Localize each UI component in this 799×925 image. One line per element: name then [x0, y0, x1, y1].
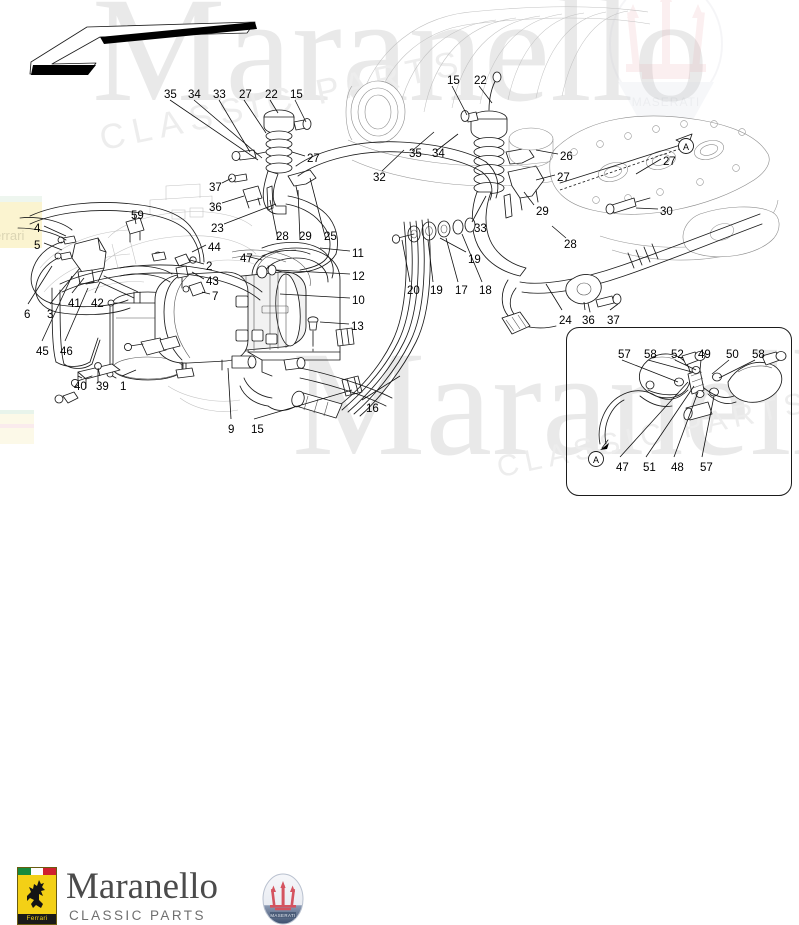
- direction-arrow-icon: [29, 21, 257, 75]
- callout-main-36: 36: [582, 315, 595, 327]
- hose-clamp-2: [341, 375, 363, 397]
- canister-outlet-fitting: [54, 391, 79, 404]
- callout-main-9: 9: [228, 424, 235, 436]
- callout-main-23: 23: [211, 223, 224, 235]
- pump-electrical-connector: [123, 335, 181, 356]
- callout-main-19: 19: [468, 254, 481, 266]
- callout-main-34: 34: [432, 148, 445, 160]
- central-hoses: [59, 141, 499, 419]
- air-pipe-bellows-left: [228, 109, 317, 215]
- detail-inset-panel: [566, 327, 792, 496]
- italian-flag-stripe: [18, 868, 57, 875]
- callout-main-27: 27: [307, 153, 320, 165]
- callout-main-26: 26: [560, 151, 573, 163]
- callout-inset-51: 51: [643, 462, 656, 474]
- callout-main-22: 22: [474, 75, 487, 87]
- callout-main-27: 27: [663, 156, 676, 168]
- callout-main-41: 41: [68, 298, 81, 310]
- callout-main-15: 15: [447, 75, 460, 87]
- callout-inset-49: 49: [698, 349, 711, 361]
- callout-main-2: 2: [206, 261, 213, 273]
- callout-main-46: 46: [60, 346, 73, 358]
- callout-main-37: 37: [209, 182, 222, 194]
- air-tube-right: [501, 213, 763, 335]
- callout-main-22: 22: [265, 89, 278, 101]
- callout-main-59: 59: [131, 210, 144, 222]
- footer-branding: Ferrari Maranello CLASSIC PARTS: [0, 430, 799, 925]
- callout-main-13: 13: [351, 321, 364, 333]
- exploded-parts-artwork: A: [17, 6, 787, 467]
- callout-main-45: 45: [36, 346, 49, 358]
- callout-main-15: 15: [251, 424, 264, 436]
- callout-main-28: 28: [276, 231, 289, 243]
- intake-manifold-assembly: [345, 6, 780, 261]
- callout-main-47: 47: [240, 253, 253, 265]
- callout-main-27: 27: [557, 172, 570, 184]
- ferrari-badge-label: Ferrari: [18, 914, 56, 924]
- prancing-horse-icon: [27, 880, 45, 908]
- callout-main-30: 30: [660, 206, 673, 218]
- callout-main-6: 6: [24, 309, 31, 321]
- brand-block: Maranello CLASSIC PARTS: [66, 867, 218, 924]
- callout-main-28: 28: [564, 239, 577, 251]
- callout-main-10: 10: [352, 295, 365, 307]
- callout-main-40: 40: [74, 381, 87, 393]
- callout-main-37: 37: [607, 315, 620, 327]
- head-bolts-right: [559, 133, 693, 215]
- inset-exhaust-detail: A: [588, 351, 787, 467]
- callout-main-7: 7: [212, 291, 219, 303]
- hose-clamp: [335, 327, 355, 347]
- brand-name: Maranello: [66, 866, 219, 907]
- vacuum-valves-and-solenoids: [54, 217, 206, 297]
- callout-main-24: 24: [559, 315, 572, 327]
- callout-inset-50: 50: [726, 349, 739, 361]
- callout-inset-47: 47: [616, 462, 629, 474]
- callout-main-25: 25: [324, 231, 337, 243]
- callout-inset-48: 48: [671, 462, 684, 474]
- callout-main-35: 35: [409, 148, 422, 160]
- callout-main-11: 11: [352, 248, 364, 260]
- callout-main-39: 39: [96, 381, 109, 393]
- callout-main-33: 33: [474, 223, 487, 235]
- callout-main-34: 34: [188, 89, 201, 101]
- callout-main-4: 4: [34, 223, 41, 235]
- callout-inset-58: 58: [644, 349, 657, 361]
- callout-main-29: 29: [299, 231, 312, 243]
- callout-inset-57: 57: [700, 462, 713, 474]
- callout-main-16: 16: [366, 403, 379, 415]
- callout-main-18: 18: [479, 285, 492, 297]
- callout-main-44: 44: [208, 242, 221, 254]
- maserati-badge-label: MASERATI: [270, 913, 295, 918]
- svg-text:A: A: [593, 455, 599, 465]
- brand-tagline: CLASSIC PARTS: [69, 908, 206, 923]
- callout-main-3: 3: [47, 309, 54, 321]
- callout-main-15: 15: [290, 89, 303, 101]
- callout-main-27: 27: [239, 89, 252, 101]
- callout-main-32: 32: [373, 172, 386, 184]
- callout-main-12: 12: [352, 271, 365, 283]
- callout-inset-58: 58: [752, 349, 765, 361]
- callout-main-19: 19: [430, 285, 443, 297]
- callout-main-29: 29: [536, 206, 549, 218]
- svg-text:A: A: [683, 142, 689, 152]
- callout-main-17: 17: [455, 285, 468, 297]
- callout-main-42: 42: [91, 298, 104, 310]
- maserati-badge: MASERATI: [262, 873, 304, 925]
- callout-inset-52: 52: [671, 349, 684, 361]
- ferrari-badge: Ferrari: [17, 867, 57, 925]
- callout-main-35: 35: [164, 89, 177, 101]
- callout-inset-57: 57: [618, 349, 631, 361]
- callout-main-5: 5: [34, 240, 41, 252]
- reference-marker-a-main: A: [678, 138, 694, 154]
- callout-main-20: 20: [407, 285, 420, 297]
- callout-main-43: 43: [206, 276, 219, 288]
- callout-main-33: 33: [213, 89, 226, 101]
- air-pipe-bellows-right: [460, 71, 554, 277]
- callout-main-1: 1: [120, 381, 127, 393]
- leader-lines-main: [27, 85, 662, 420]
- callout-main-36: 36: [209, 202, 222, 214]
